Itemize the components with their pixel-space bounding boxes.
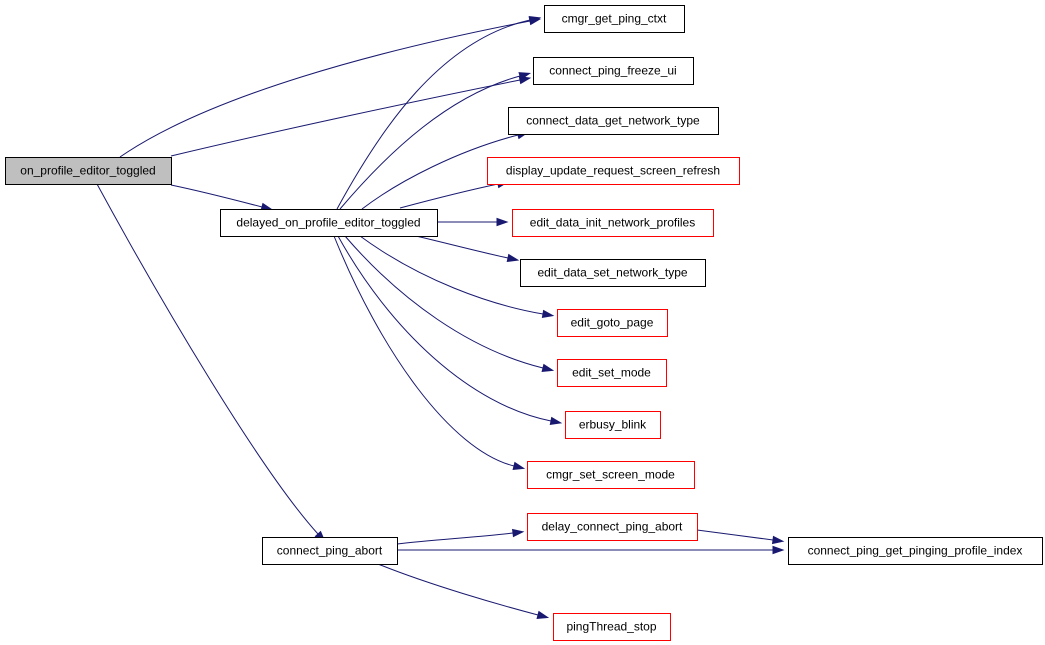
node-cmgr_get_ping_ctxt[interactable]: cmgr_get_ping_ctxt — [544, 5, 685, 33]
edge-arrowhead — [518, 72, 532, 81]
node-label: edit_data_init_network_profiles — [530, 216, 695, 230]
edge-line — [337, 235, 552, 422]
edge-line — [696, 529, 774, 541]
edge-connect_ping_abort-to-connect_ping_get_pinging_profile_index — [396, 545, 785, 555]
edge-line — [119, 20, 531, 158]
node-connect_ping_freeze_ui[interactable]: connect_ping_freeze_ui — [533, 57, 694, 85]
edge-on_profile_editor_toggled-to-connect_ping_freeze_ui — [170, 75, 532, 157]
node-erbusy_blink[interactable]: erbusy_blink — [565, 411, 661, 439]
node-edit_data_set_network_type[interactable]: edit_data_set_network_type — [520, 259, 706, 287]
edge-on_profile_editor_toggled-to-cmgr_get_ping_ctxt — [119, 16, 542, 158]
edge-arrowhead — [511, 528, 525, 538]
node-box[interactable] — [788, 537, 1043, 565]
node-box[interactable] — [553, 613, 671, 641]
node-box[interactable] — [565, 411, 661, 439]
node-delayed_on_profile_editor_toggled[interactable]: delayed_on_profile_editor_toggled — [220, 209, 438, 237]
edge-arrowhead — [512, 461, 526, 470]
edge-line — [377, 563, 539, 616]
node-edit_data_init_network_profiles[interactable]: edit_data_init_network_profiles — [512, 209, 714, 237]
edge-arrowhead — [506, 253, 520, 263]
edge-connect_ping_abort-to-delay_connect_ping_abort — [396, 528, 525, 545]
edge-line — [336, 19, 531, 210]
node-box[interactable] — [527, 513, 698, 541]
edge-line — [170, 184, 263, 208]
edge-connect_ping_abort-to-pingThread_stop — [377, 563, 550, 619]
node-label: cmgr_get_ping_ctxt — [562, 12, 667, 26]
edge-line — [361, 134, 519, 210]
edge-delayed_on_profile_editor_toggled-to-cmgr_set_screen_mode — [333, 235, 526, 470]
node-connect_data_get_network_type[interactable]: connect_data_get_network_type — [508, 107, 719, 135]
edge-delay_connect_ping_abort-to-connect_ping_get_pinging_profile_index — [696, 529, 785, 545]
edges-layer — [96, 16, 785, 619]
edge-on_profile_editor_toggled-to-delayed_on_profile_editor_toggled — [170, 184, 274, 211]
edge-delayed_on_profile_editor_toggled-to-erbusy_blink — [337, 235, 563, 426]
node-label: on_profile_editor_toggled — [20, 164, 155, 178]
node-label: delay_connect_ping_abort — [542, 520, 683, 534]
edge-arrowhead — [541, 363, 555, 372]
edge-arrowhead — [549, 416, 563, 426]
edge-arrowhead — [528, 16, 542, 25]
node-label: connect_data_get_network_type — [526, 114, 700, 128]
node-box[interactable] — [533, 57, 694, 85]
node-label: edit_data_set_network_type — [537, 266, 687, 280]
edge-arrowhead — [772, 545, 785, 555]
edge-on_profile_editor_toggled-to-connect_ping_abort — [96, 183, 326, 543]
node-label: edit_goto_page — [571, 316, 654, 330]
edge-line — [333, 235, 515, 467]
edge-delayed_on_profile_editor_toggled-to-cmgr_get_ping_ctxt — [336, 16, 542, 210]
node-label: edit_set_mode — [572, 366, 651, 380]
node-box[interactable] — [544, 5, 685, 33]
node-box[interactable] — [520, 259, 706, 287]
node-label: connect_ping_get_pinging_profile_index — [808, 544, 1023, 558]
node-box[interactable] — [512, 209, 714, 237]
edge-line — [96, 183, 319, 535]
node-label: connect_ping_abort — [277, 544, 383, 558]
node-connect_ping_get_pinging_profile_index[interactable]: connect_ping_get_pinging_profile_index — [788, 537, 1043, 565]
node-on_profile_editor_toggled[interactable]: on_profile_editor_toggled — [5, 157, 172, 185]
edge-arrowhead — [496, 217, 509, 227]
node-box[interactable] — [557, 359, 667, 387]
edge-arrowhead — [541, 309, 555, 319]
nodes-layer: on_profile_editor_toggled delayed_on_prof… — [5, 5, 1043, 641]
edge-delayed_on_profile_editor_toggled-to-edit_goto_page — [359, 235, 555, 319]
node-display_update_request_screen_refresh[interactable]: display_update_request_screen_refresh — [487, 157, 740, 185]
node-box[interactable] — [557, 309, 668, 337]
edge-delayed_on_profile_editor_toggled-to-edit_data_init_network_profiles — [437, 217, 509, 227]
edge-line — [170, 79, 521, 157]
edge-arrowhead — [771, 535, 785, 545]
node-connect_ping_abort[interactable]: connect_ping_abort — [262, 537, 398, 565]
node-cmgr_set_screen_mode[interactable]: cmgr_set_screen_mode — [527, 461, 695, 489]
edge-delayed_on_profile_editor_toggled-to-connect_ping_freeze_ui — [339, 72, 532, 210]
node-box[interactable] — [527, 461, 695, 489]
node-delay_connect_ping_abort[interactable]: delay_connect_ping_abort — [527, 513, 698, 541]
node-label: display_update_request_screen_refresh — [506, 164, 720, 178]
node-label: delayed_on_profile_editor_toggled — [236, 216, 420, 230]
node-edit_goto_page[interactable]: edit_goto_page — [557, 309, 668, 337]
edge-line — [399, 183, 499, 209]
edge-delayed_on_profile_editor_toggled-to-edit_data_set_network_type — [415, 235, 520, 263]
node-box[interactable] — [220, 209, 438, 237]
node-label: connect_ping_freeze_ui — [549, 64, 676, 78]
node-box[interactable] — [508, 107, 719, 135]
edge-line — [415, 235, 509, 259]
node-pingThread_stop[interactable]: pingThread_stop — [553, 613, 671, 641]
edge-line — [344, 235, 544, 369]
node-box[interactable] — [262, 537, 398, 565]
node-edit_set_mode[interactable]: edit_set_mode — [557, 359, 667, 387]
edge-line — [339, 75, 521, 210]
node-label: erbusy_blink — [579, 418, 647, 432]
edge-line — [359, 235, 544, 315]
node-label: pingThread_stop — [566, 620, 656, 634]
edge-arrowhead — [536, 610, 550, 619]
node-box[interactable] — [487, 157, 740, 185]
edge-line — [396, 532, 514, 545]
edge-delayed_on_profile_editor_toggled-to-edit_set_mode — [344, 235, 555, 372]
node-box[interactable] — [5, 157, 172, 185]
node-label: cmgr_set_screen_mode — [546, 468, 675, 482]
